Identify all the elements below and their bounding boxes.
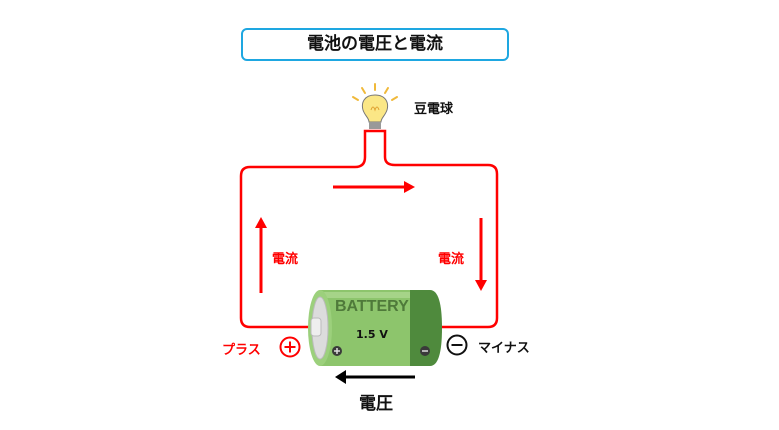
- minus-icon: [446, 334, 468, 356]
- voltage-label: 電圧: [359, 394, 393, 414]
- voltage-arrow: [335, 370, 415, 384]
- current-arrow-top: [333, 181, 415, 193]
- battery-voltage: 1.5 V: [356, 328, 388, 341]
- current-label-right: 電流: [438, 252, 465, 267]
- current-label-left: 電流: [272, 252, 299, 267]
- current-arrow-up: [255, 217, 267, 293]
- battery-minus-icon: [420, 346, 430, 356]
- page-title: 電池の電圧と電流: [241, 28, 509, 61]
- plus-label: プラス: [222, 343, 261, 358]
- battery-brand: BATTERY: [335, 298, 409, 315]
- bulb-label: 豆電球: [414, 102, 454, 117]
- light-bulb-icon: [352, 83, 398, 129]
- wire: [239, 129, 499, 329]
- minus-label: マイナス: [478, 341, 530, 356]
- battery: BATTERY 1.5 V: [308, 290, 442, 366]
- battery-plus-icon: [332, 346, 342, 356]
- plus-icon: [279, 336, 301, 358]
- current-arrow-down: [475, 218, 487, 291]
